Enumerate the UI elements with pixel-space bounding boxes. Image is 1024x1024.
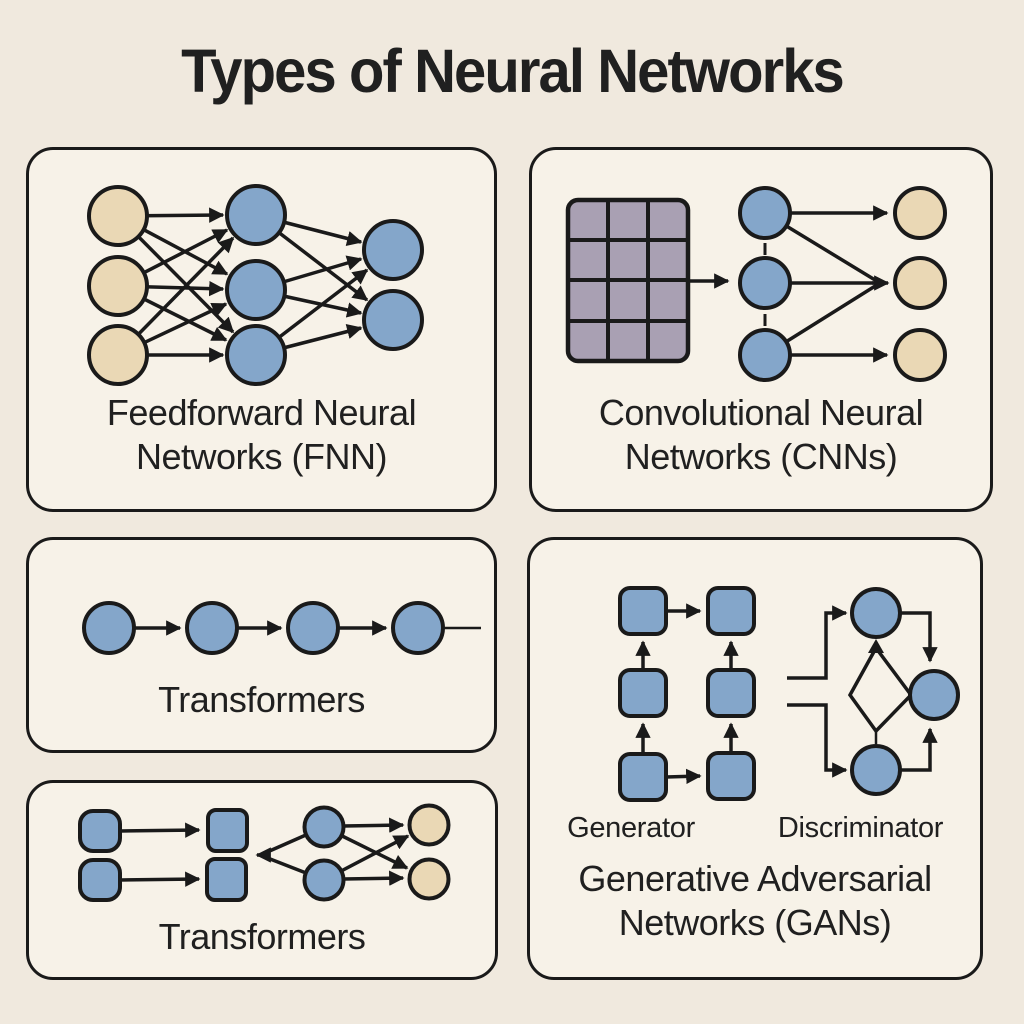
panel-cnn-label-line2: Networks (CNNs) <box>624 436 898 477</box>
panel-cnn-label-line1: Convolutional Neural <box>598 392 924 433</box>
cnn-output-layer <box>893 186 947 382</box>
gan-diamond <box>847 644 914 734</box>
cnn-feature-grid <box>565 197 691 364</box>
panel-cnn: Convolutional Neural Networks (CNNs) <box>529 147 993 512</box>
gan-generator-blocks <box>618 586 756 802</box>
panel-cnn-label: Convolutional Neural Networks (CNNs) <box>532 391 990 479</box>
fnn-hidden-layer <box>225 184 287 386</box>
panel-fnn-label-line2: Networks (FNN) <box>136 436 388 477</box>
panel-transformers-seq-label: Transformers <box>29 915 495 959</box>
transformers-seq-attention-nodes <box>302 805 346 902</box>
panel-transformers-row-label: Transformers <box>29 678 494 722</box>
cnn-diagram <box>565 186 947 382</box>
cnn-hidden-layer <box>738 186 792 382</box>
panel-fnn: Feedforward Neural Networks (FNN) <box>26 147 497 512</box>
panel-fnn-label-line1: Feedforward Neural <box>106 392 417 433</box>
gan-diagram <box>618 586 960 802</box>
transformers-seq-encoder-blocks <box>205 808 249 902</box>
gan-discriminator-nodes <box>850 587 960 796</box>
panel-transformers-seq: Transformers <box>26 780 498 980</box>
panel-gan-label-line2: Networks (GANs) <box>618 902 892 943</box>
transformers-row-diagram <box>82 601 481 655</box>
panel-transformers-row: Transformers <box>26 537 497 753</box>
transformers-seq-connections <box>119 817 410 887</box>
fnn-input-layer <box>87 185 149 386</box>
transformers-row-label-text: Transformers <box>158 679 365 720</box>
panel-gan: Generator Discriminator Generative Adver… <box>527 537 983 980</box>
transformers-seq-input-tokens <box>78 809 122 902</box>
gan-generator-label: Generator <box>567 812 695 844</box>
panel-gan-label: Generative Adversarial Networks (GANs) <box>530 857 980 945</box>
panel-gan-label-line1: Generative Adversarial <box>578 858 932 899</box>
page-title: Types of Neural Networks <box>181 37 845 105</box>
gan-generator-connections <box>635 603 739 785</box>
gan-diamond-arrowhead <box>868 639 884 653</box>
transformers-row-nodes <box>82 601 445 655</box>
transformers-seq-diagram <box>78 803 451 902</box>
gan-discriminator-label: Discriminator <box>777 812 944 844</box>
fnn-output-layer <box>362 219 424 351</box>
transformers-seq-output-nodes <box>407 803 451 901</box>
transformers-seq-label-text: Transformers <box>158 916 366 957</box>
panel-fnn-label: Feedforward Neural Networks (FNN) <box>29 391 494 479</box>
fnn-diagram <box>87 184 424 386</box>
